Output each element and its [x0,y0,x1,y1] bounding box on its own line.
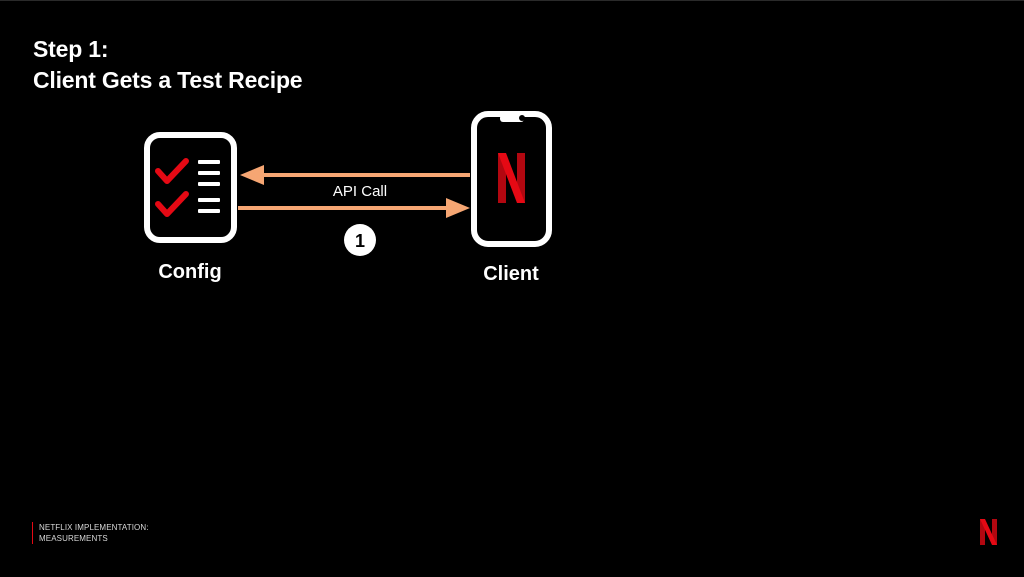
config-label: Config [158,261,221,283]
checklist-icon [144,132,237,243]
footer-line-2: MEASUREMENTS [39,534,108,543]
client-label: Client [483,263,539,285]
footer-line-1: NETFLIX IMPLEMENTATION: [39,523,149,532]
arrow-config-to-client [238,198,470,218]
netflix-logo-icon [980,519,997,545]
step-number: 1 [355,231,365,251]
edge-label: API Call [333,183,387,200]
slide-title: Step 1: Client Gets a Test Recipe [33,34,303,96]
netflix-n-logo [498,153,525,203]
smartphone-icon [471,111,552,247]
config-node: Config [144,132,237,283]
footer: NETFLIX IMPLEMENTATION: MEASUREMENTS [32,522,149,544]
slide-title-line-2: Client Gets a Test Recipe [33,67,303,93]
step-badge: 1 [344,224,376,256]
slide-title-line-1: Step 1: [33,36,109,62]
arrow-client-to-config [240,165,470,185]
client-node: Client [471,111,552,285]
